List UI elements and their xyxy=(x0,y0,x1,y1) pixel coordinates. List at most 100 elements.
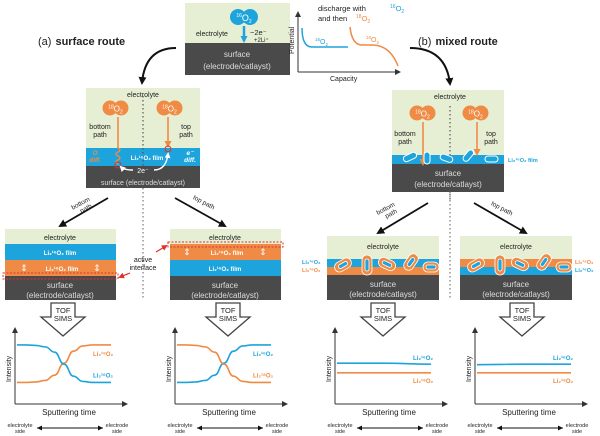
series-label: Li₂¹⁶O₂ xyxy=(413,355,433,362)
panel-b-surface xyxy=(392,164,504,192)
panel-a-film-label: Li₂¹⁶O₂ film xyxy=(131,155,163,162)
y-axis-label: Intensity xyxy=(6,355,13,382)
panel-a-electrolyte xyxy=(86,88,200,148)
top-surface-region xyxy=(185,43,290,75)
surface-label: surface xyxy=(212,281,239,290)
discharge-line2: and then xyxy=(318,14,347,23)
electrolyte-label: electrolyte xyxy=(367,244,399,251)
series-label: Li₂¹⁸O₂ xyxy=(93,351,113,358)
surface-label: (electrode/catlayst) xyxy=(349,290,417,299)
series-label: Li₂¹⁶O₂ xyxy=(553,355,573,362)
electrode-side-label: electrode xyxy=(106,423,129,429)
series-label: Li₂¹⁶O₂ xyxy=(93,372,113,379)
surface-label: surface xyxy=(503,280,530,289)
svg-text:18O2: 18O2 xyxy=(468,110,483,121)
film-label-18: Li₂¹⁸O₂ film xyxy=(46,266,79,273)
electrolyte-label: electrolyte xyxy=(44,235,76,242)
tof-label: TOF xyxy=(515,306,530,315)
result-box-a-top: electrolyte Li₂¹⁸O₂ film Li₂¹⁶O₂ film ⇕ … xyxy=(167,229,284,300)
y-axis-label: Intensity xyxy=(326,355,333,382)
discharge-iso2: 18O2 xyxy=(356,14,370,25)
surface-label: (electrode/catlayst) xyxy=(26,291,94,300)
active-interface-marker xyxy=(167,241,284,248)
panel-b-surface-line1: surface xyxy=(435,169,462,178)
top-electrolyte-label: electrolyte xyxy=(196,31,228,38)
series-label: Li₂¹⁶O₂ xyxy=(253,351,273,358)
a-bottom-path-arrow xyxy=(58,197,109,228)
discharge-plot: Potential Capacity 16O2 18O2 discharge w… xyxy=(289,4,404,83)
tof-sims-arrow-icon xyxy=(204,302,252,337)
reaction-lithium: +2Li⁺ xyxy=(254,37,269,44)
electrolyte-side-label: side xyxy=(15,429,25,435)
capacity-label: Capacity xyxy=(330,76,358,83)
svg-text:18O2: 18O2 xyxy=(162,105,177,116)
electrolyte-side-label: electrolyte xyxy=(327,423,352,429)
electrolyte-side-label: side xyxy=(175,429,185,435)
electrode-side-label: side xyxy=(112,429,122,435)
panel-b-title: (b)mixed route xyxy=(418,36,498,48)
surface-label: (electrode/catlayst) xyxy=(191,291,259,300)
electron-left-arrow xyxy=(119,165,134,172)
series-label: Li₂¹⁸O₂ xyxy=(553,378,573,385)
li2o2-particles xyxy=(402,149,499,165)
electrode-side-label: side xyxy=(572,429,582,435)
discharge-line1: discharge with xyxy=(318,4,366,13)
b-bottom-path-label: bottompath xyxy=(375,201,399,223)
growth-direction-icon: ⇕ xyxy=(259,247,267,257)
e-diffusion-label: e⁻diff. xyxy=(184,150,196,164)
oxygen-diffusion-squiggle xyxy=(115,147,121,165)
x-axis-label: Sputtering time xyxy=(502,408,556,417)
surface-label: surface xyxy=(47,281,74,290)
curve-18o2 xyxy=(349,26,399,67)
electrode-side-label: side xyxy=(432,429,442,435)
x-axis-label: Sputtering time xyxy=(362,408,416,417)
direction-arrow-left-icon xyxy=(497,425,502,431)
surface-route-arrow xyxy=(138,47,177,85)
series-line-li2-18o2 xyxy=(176,344,271,384)
potential-label: Potential xyxy=(289,26,296,54)
curve-16o2 xyxy=(301,27,348,48)
series-line-li2-18o2 xyxy=(17,344,111,384)
side-label-16: Li₂¹⁶O₂ xyxy=(575,267,594,274)
side-label-18: Li₂¹⁸O₂ xyxy=(302,267,321,274)
discharge-iso1: 16O2 xyxy=(390,4,404,15)
direction-arrow-left-icon xyxy=(197,425,202,431)
b-bottom-path-arrow xyxy=(376,202,429,235)
mixed-route-arrow xyxy=(409,47,454,86)
reaction-site-icon xyxy=(114,161,122,169)
series-label: Li₂¹⁸O₂ xyxy=(413,378,433,385)
panel-b-electrolyte xyxy=(392,90,504,155)
side-label-18: Li₂¹⁸O₂ xyxy=(575,259,594,266)
tof-label: TOF xyxy=(56,306,71,315)
electrons-label: 2e⁻ xyxy=(137,168,149,175)
growth-direction-icon: ⇕ xyxy=(20,263,28,273)
surface-label: surface xyxy=(370,280,397,289)
o2-16-molecule-icon: 16O2 xyxy=(230,9,258,25)
o2-18-molecule-icon: 18O2 xyxy=(156,100,183,116)
electrolyte-side-label: electrolyte xyxy=(167,423,192,429)
electrolyte-label: electrolyte xyxy=(209,235,241,242)
y-axis-label: Intensity xyxy=(466,355,473,382)
top-surface-line2: (electrode/catlayst) xyxy=(203,62,271,71)
branch-arrows: bottompath top path bottompath top path xyxy=(58,194,528,235)
svg-text:16O2: 16O2 xyxy=(236,13,252,25)
sims-label: SIMS xyxy=(54,314,72,323)
curve-18o2-label: 18O2 xyxy=(366,35,379,45)
electrolyte-side-label: electrolyte xyxy=(7,423,32,429)
direction-arrow-left-icon xyxy=(37,425,42,431)
sims-label: SIMS xyxy=(374,314,392,323)
electron-right-arrow xyxy=(153,152,171,171)
series-line-li2-16o2 xyxy=(337,362,432,365)
surface-label: (electrode/catlayst) xyxy=(482,290,550,299)
o2-18-molecule-icon: 18O2 xyxy=(102,100,129,116)
panel-a-title: (a)surface route xyxy=(38,36,125,48)
result-box-b-top: electrolyte Li₂¹⁸O₂ Li₂¹⁶O₂ surface (ele… xyxy=(460,236,594,300)
